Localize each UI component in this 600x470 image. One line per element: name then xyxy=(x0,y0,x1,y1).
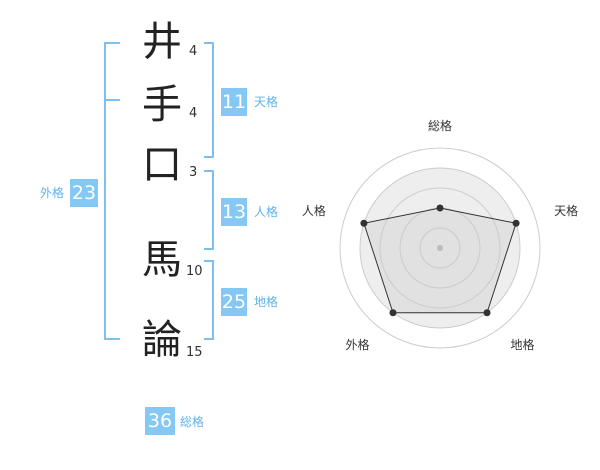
radar-point-1 xyxy=(512,219,520,227)
radar-axis-label-0: 総格 xyxy=(428,118,452,133)
radar-point-0 xyxy=(436,204,444,212)
radar-point-4 xyxy=(360,219,368,227)
chikaku-label: 地格 xyxy=(254,295,279,309)
soukaku-label: 総格 xyxy=(180,415,205,429)
radar-center-dot xyxy=(437,245,443,251)
stroke-count-5: 15 xyxy=(186,345,203,360)
jinkaku-bracket xyxy=(204,170,214,250)
name-char-2: 手 xyxy=(142,82,182,128)
jinkaku-badge: 13 xyxy=(221,198,247,226)
gaikaku-badge: 23 xyxy=(70,179,98,207)
radar-series xyxy=(363,207,517,314)
stroke-count-3: 3 xyxy=(189,165,198,180)
chikaku-bracket xyxy=(204,260,214,340)
gaikaku-bracket xyxy=(104,42,120,340)
gaikaku-label: 外格 xyxy=(40,186,65,200)
soukaku-badge: 36 xyxy=(145,407,175,435)
gaikaku-bracket-mid xyxy=(104,99,120,101)
radar-point-2 xyxy=(483,309,491,317)
stroke-count-4: 10 xyxy=(186,264,203,279)
radar-ring-1 xyxy=(419,227,461,269)
tenkaku-bracket xyxy=(204,42,214,158)
tenkaku-label: 天格 xyxy=(254,95,279,109)
radar-point-3 xyxy=(389,309,397,317)
chikaku-badge: 25 xyxy=(221,288,247,316)
name-char-3: 口 xyxy=(142,142,182,188)
radar-axis-label-3: 外格 xyxy=(345,337,369,352)
tenkaku-badge: 11 xyxy=(221,88,247,116)
name-char-1: 井 xyxy=(142,19,182,65)
name-char-5: 論 xyxy=(142,317,182,363)
radar-axis-label-2: 地格 xyxy=(511,337,535,352)
jinkaku-label: 人格 xyxy=(254,205,279,219)
radar-axis-label-4: 人格 xyxy=(302,203,326,218)
stroke-count-1: 4 xyxy=(189,44,198,59)
radar-axis-label-1: 天格 xyxy=(554,203,578,218)
name-char-4: 馬 xyxy=(142,237,182,283)
stroke-count-2: 4 xyxy=(189,106,198,121)
radar-ring-3 xyxy=(379,187,501,309)
